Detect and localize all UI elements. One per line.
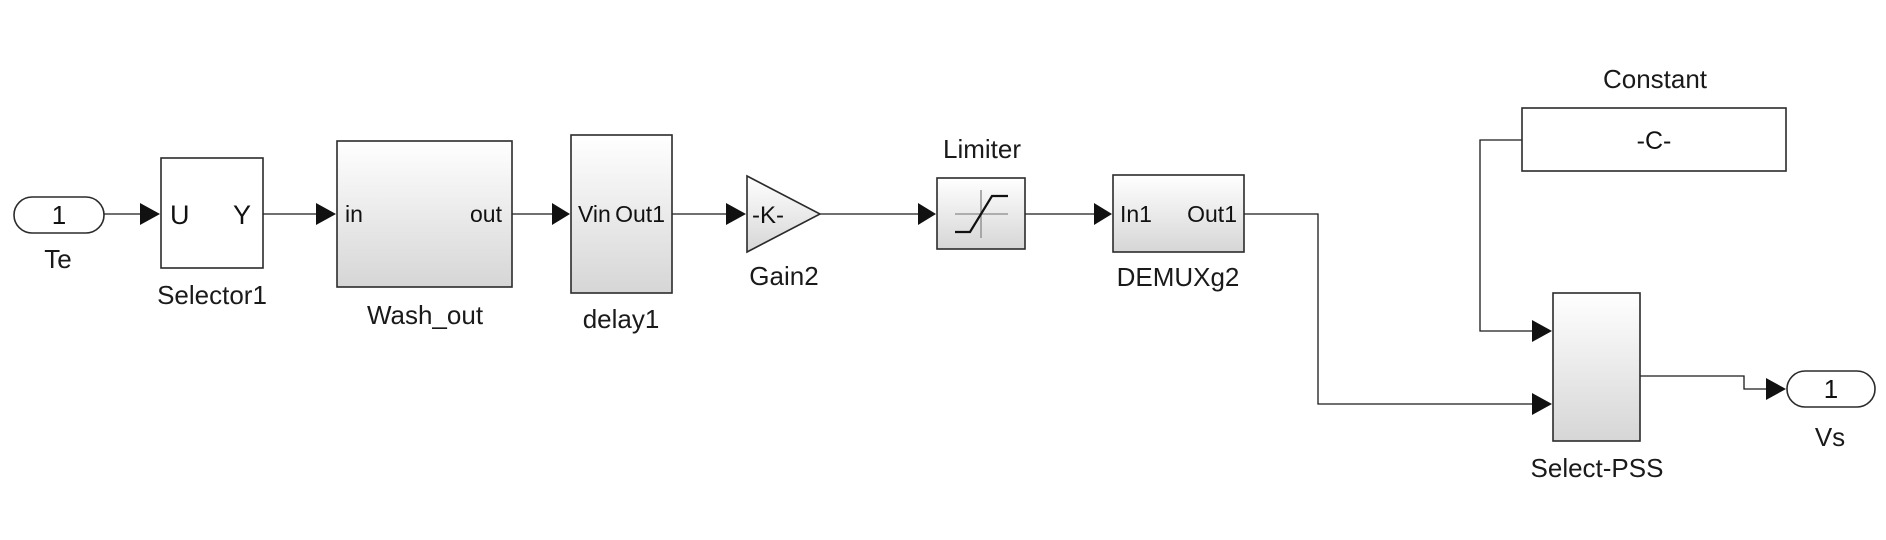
constant-block[interactable]: Constant -C- [1521, 64, 1787, 172]
arrow-washout-in [316, 203, 336, 225]
delay-port-out: Out1 [615, 201, 665, 227]
gain-block[interactable]: -K- Gain2 [746, 174, 822, 291]
selector-label: Selector1 [157, 280, 267, 310]
wire-demux-to-select-pss[interactable] [1244, 213, 1532, 405]
gain-triangle[interactable] [746, 174, 822, 254]
saturation-icon [955, 190, 1008, 238]
delay-block[interactable]: Vin Out1 delay1 [570, 134, 673, 334]
washout-shape[interactable] [336, 140, 513, 288]
arrow-selector-in [140, 203, 160, 225]
delay-shape[interactable] [570, 134, 673, 294]
inport-number: 1 [52, 200, 66, 230]
arrow-outport-in [1766, 378, 1786, 400]
constant-label: Constant [1603, 64, 1708, 94]
gain-value: -K- [752, 202, 784, 229]
washout-port-in: in [345, 201, 363, 227]
outport-vs[interactable]: 1 Vs [1786, 370, 1876, 452]
arrow-limiter-in [918, 203, 936, 225]
outport-shape[interactable] [1786, 370, 1876, 408]
washout-port-out: out [470, 201, 503, 227]
constant-value: -C- [1637, 127, 1672, 155]
arrow-gain-in [726, 203, 746, 225]
outport-number: 1 [1824, 374, 1838, 404]
wire-constant-to-select-pss[interactable] [1479, 139, 1532, 332]
demux-block[interactable]: In1 Out1 DEMUXg2 [1112, 174, 1245, 292]
outport-label: Vs [1815, 422, 1845, 452]
limiter-block[interactable]: Limiter [936, 134, 1026, 250]
demux-shape[interactable] [1112, 174, 1245, 253]
signal-lines [104, 139, 1766, 405]
selector-port-u: U [170, 200, 190, 230]
selector-block[interactable]: U Y Selector1 [157, 157, 267, 310]
select-pss-shape[interactable] [1552, 292, 1641, 442]
demux-label: DEMUXg2 [1117, 262, 1240, 292]
delay-port-in: Vin [578, 201, 611, 227]
arrow-demux-in [1094, 203, 1112, 225]
select-pss-label: Select-PSS [1531, 453, 1664, 483]
arrow-delay-in [552, 203, 570, 225]
washout-label: Wash_out [367, 300, 484, 330]
demux-port-out: Out1 [1187, 201, 1237, 227]
gain-label: Gain2 [749, 261, 818, 291]
delay-label: delay1 [583, 304, 660, 334]
wire-select-pss-to-outport[interactable] [1640, 375, 1766, 390]
select-pss-block[interactable]: Select-PSS [1531, 292, 1664, 483]
selector-shape[interactable] [160, 157, 264, 269]
selector-port-y: Y [233, 200, 251, 230]
arrow-select-pss-in1 [1532, 320, 1552, 342]
inport-shape[interactable] [13, 196, 105, 234]
washout-block[interactable]: in out Wash_out [336, 140, 513, 330]
inport-te[interactable]: 1 Te [13, 196, 105, 274]
arrow-select-pss-in2 [1532, 393, 1552, 415]
arrow-heads [140, 203, 1786, 415]
constant-shape[interactable] [1521, 107, 1787, 172]
inport-label: Te [44, 244, 71, 274]
limiter-label: Limiter [943, 134, 1021, 164]
demux-port-in: In1 [1120, 201, 1152, 227]
